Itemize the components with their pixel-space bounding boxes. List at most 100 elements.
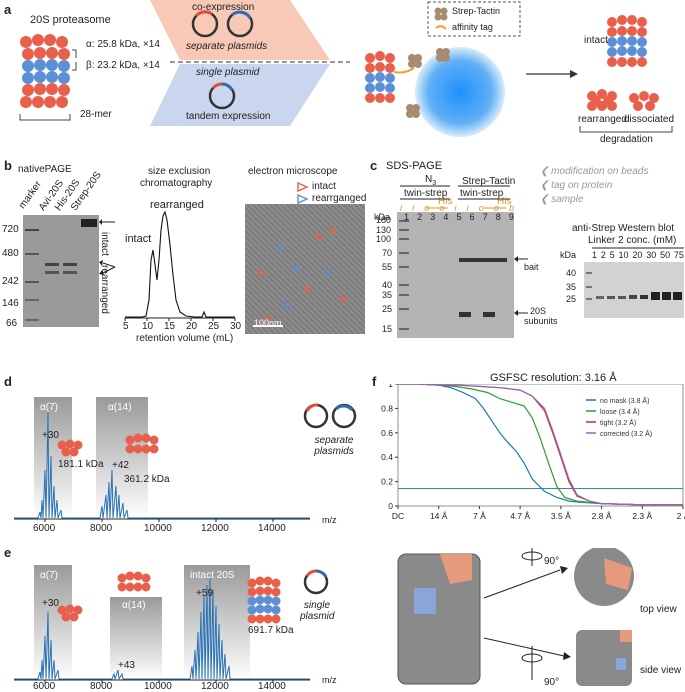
sec-xtick-25: 25	[208, 321, 220, 332]
sds-ladder-180: 180	[376, 215, 392, 225]
sec-intact-label: intact	[125, 233, 152, 245]
native-ladder-66: 66	[6, 318, 18, 329]
d-xtick-14000: 14000	[258, 523, 286, 534]
ms-graphics	[14, 397, 357, 683]
panel-label-c: c	[370, 158, 378, 173]
top-view-label: top view	[640, 604, 677, 615]
d-xtick-12000: 12000	[201, 523, 229, 534]
fsc-legend-item-1: loose (3.4 Å)	[600, 407, 640, 416]
e-intact-label: intact 20S	[190, 570, 235, 581]
panel-label-b: b	[4, 158, 12, 173]
sds-ladder-40: 40	[382, 280, 393, 290]
d-alpha7-label: α(7)	[40, 402, 59, 413]
rearranged-label: rearranged	[578, 114, 627, 125]
fsc-frame	[397, 384, 684, 507]
strep-tactin-header: Strep-Tactin	[462, 176, 516, 187]
sec-xlabel: retention volume (mL)	[136, 333, 234, 344]
fsc-xtick-3: 4.7 Å	[510, 511, 530, 521]
sds-ladder-70: 70	[382, 248, 393, 258]
scale-bar-label: 100nm	[254, 318, 282, 328]
proteasome-icon-left	[20, 34, 70, 108]
e-alpha7-label: α(7)	[40, 570, 59, 581]
wb-ladder-40: 40	[566, 268, 577, 278]
fsc-title: GSFSC resolution: 3.16 Å	[490, 372, 617, 384]
linker-label: Linker 2 conc. (mM)	[588, 235, 677, 246]
side-map	[398, 554, 480, 684]
side-view-label: side view	[640, 665, 682, 676]
strep-tactin-legend: Strep-Tactin	[452, 6, 501, 16]
wb-ladder-25: 25	[566, 294, 577, 304]
em-rearranged-legend: rearrganged	[312, 193, 367, 204]
e-xlabel: m/z	[322, 675, 337, 685]
proteasome-title: 20S proteasome	[30, 14, 111, 26]
d-alpha14-label: α(14)	[108, 402, 132, 413]
his-label-1: His	[438, 196, 453, 207]
e-xtick-8000: 8000	[90, 681, 113, 692]
fsc-ytick-3: 0.4	[381, 452, 393, 462]
e-charge7: +30	[42, 598, 59, 609]
native-ladder-146: 146	[2, 298, 19, 309]
e-alpha14-label: α(14)	[122, 600, 146, 611]
fsc-xtick-6: 2.3 Å	[632, 511, 652, 521]
e-charge20s: +59	[196, 588, 213, 599]
sds-ladder-35: 35	[382, 290, 393, 300]
fsc-ytick-1: 0.8	[381, 403, 393, 413]
alpha-label: α: 25.8 kDa, ×14	[86, 39, 160, 50]
wb-ladder-35: 35	[566, 282, 577, 292]
d-mass14: 361.2 kDa	[124, 474, 170, 485]
sds-gel-image	[397, 212, 514, 338]
his-label-2: His	[497, 196, 512, 207]
sec-chromatogram	[124, 210, 236, 321]
subunits-label-2: subunits	[524, 316, 558, 326]
bait-label: bait	[524, 262, 539, 272]
e-plasmid-label: single plasmid	[300, 600, 335, 622]
linker-line	[592, 247, 684, 249]
sec-xtick-15: 15	[164, 321, 176, 332]
tag-note: ❮ tag on protein	[540, 180, 613, 191]
fsc-series-line-3	[398, 384, 683, 506]
modification-note: ❮ modification on beads	[540, 166, 649, 177]
n3-label: N3	[425, 174, 437, 187]
native-ladder-720: 720	[2, 224, 19, 235]
sec-rearranged-label: rearranged	[150, 199, 204, 211]
wb-kda: kDa	[560, 250, 577, 260]
e-charge14: +43	[118, 660, 135, 671]
fsc-xtick-4: 3.5 Å	[551, 511, 571, 521]
panel-a-graphics	[19, 0, 673, 137]
e-xtick-14000: 14000	[258, 681, 286, 692]
e-mass20s: 691.7 kDa	[248, 625, 294, 636]
d-xtick-8000: 8000	[90, 523, 113, 534]
affinity-tag-legend: affinity tag	[452, 22, 493, 32]
em-intact-legend: intact	[312, 181, 336, 192]
sds-ladder-55: 55	[382, 262, 393, 272]
mer-label: 28-mer	[80, 109, 112, 120]
e-xtick-6000: 6000	[33, 681, 56, 692]
sec-xtick-30: 30	[230, 321, 242, 332]
native-arrows	[99, 219, 116, 275]
native-ladder-480: 480	[2, 248, 19, 259]
em-micrograph	[245, 204, 365, 334]
separate-plasmids-label: separate plasmids	[186, 41, 268, 52]
rotate-label-2: 90°	[544, 677, 560, 688]
sds-ladder-100: 100	[376, 234, 392, 244]
fsc-ytick-5: 0	[388, 501, 393, 511]
beta-label: β: 23.2 kDa, ×14	[86, 60, 160, 71]
western-title: anti-Strep Western blot	[572, 223, 675, 234]
d-xtick-10000: 10000	[144, 523, 172, 534]
sds-ladder-15: 15	[382, 324, 393, 334]
sec-xtick-5: 5	[123, 321, 129, 332]
single-plasmid-label: single plasmid	[196, 67, 260, 78]
fsc-legend-item-3: corrected (3.2 Å)	[600, 429, 652, 438]
em-title: electron microscope	[248, 166, 338, 177]
twin-strep-2: twin-strep	[460, 188, 504, 199]
sample-note: ❮ sample	[540, 194, 584, 205]
fsc-series-line-1	[398, 384, 683, 506]
degradation-label: degradation	[600, 134, 653, 145]
sds-header-lines	[400, 185, 510, 209]
sec-xtick-20: 20	[186, 321, 198, 332]
affinity-bead	[415, 47, 505, 137]
